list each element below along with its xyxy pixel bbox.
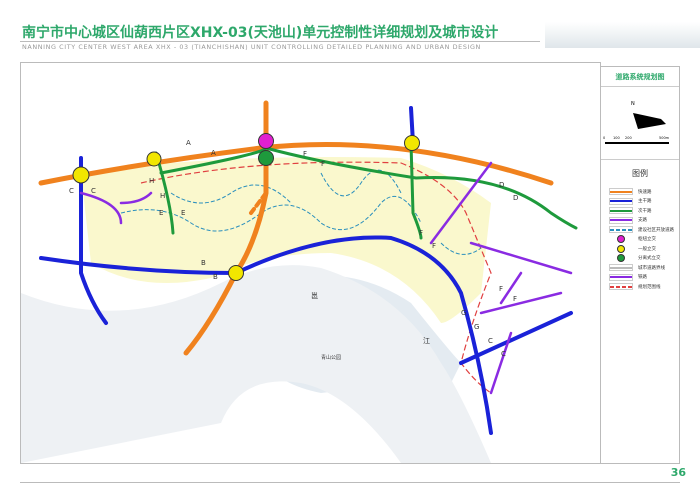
legend-line-icon xyxy=(609,197,633,205)
page-number: 36 xyxy=(670,466,686,479)
svg-text:江: 江 xyxy=(423,337,430,345)
legend: 快速路主干路次干路支路建设社区开放道路枢纽立交一般立交分离式立交城市道路界线铁路… xyxy=(601,187,679,292)
svg-text:200: 200 xyxy=(625,136,632,140)
svg-text:F: F xyxy=(432,242,436,250)
svg-text:F: F xyxy=(321,160,325,168)
compass-scale: N 0 100 200 500m xyxy=(603,101,670,144)
north-arrow-icon xyxy=(633,113,666,129)
legend-item: 建设社区开放道路 xyxy=(609,225,679,235)
svg-text:B: B xyxy=(201,259,206,267)
legend-line-icon xyxy=(609,273,633,281)
svg-text:E: E xyxy=(159,209,163,217)
river-area xyxy=(21,265,491,463)
legend-item: 支路 xyxy=(609,216,679,226)
legend-label: 主干路 xyxy=(638,199,652,205)
legend-line-icon xyxy=(609,264,633,272)
legend-label: 快速路 xyxy=(638,189,652,195)
legend-item: 分离式立交 xyxy=(609,254,679,264)
interchange-general xyxy=(72,166,90,184)
svg-text:G: G xyxy=(474,323,479,331)
arterial-west xyxy=(79,156,108,325)
legend-item: 一般立交 xyxy=(609,244,679,254)
svg-text:E: E xyxy=(181,209,185,217)
side-panel: 道路系统规划图 N 0 100 200 500m 图例 快速路主干路次干路支路建… xyxy=(600,66,680,464)
legend-item: 铁路 xyxy=(609,273,679,283)
interchange-general xyxy=(404,135,420,151)
svg-text:C: C xyxy=(501,350,506,358)
interchange-general xyxy=(146,151,162,167)
legend-item: 次干路 xyxy=(609,206,679,216)
legend-label: 枢纽立交 xyxy=(638,237,656,243)
legend-label: 次干路 xyxy=(638,208,652,214)
svg-text:B: B xyxy=(213,273,218,281)
legend-title: 图例 xyxy=(632,169,648,178)
branch-roads xyxy=(79,191,153,225)
svg-text:C: C xyxy=(91,187,96,195)
legend-item: 主干路 xyxy=(609,197,679,207)
legend-item: 城市道路界线 xyxy=(609,263,679,273)
legend-label: 分离式立交 xyxy=(638,256,661,262)
svg-text:邕: 邕 xyxy=(311,291,318,300)
page-subtitle: NANNING CITY CENTER WEST AREA XHX - 03 (… xyxy=(22,43,481,51)
svg-text:F: F xyxy=(513,295,517,303)
svg-text:G: G xyxy=(461,309,466,317)
legend-label: 建设社区开放道路 xyxy=(638,227,674,233)
legend-item: 快速路 xyxy=(609,187,679,197)
svg-text:500m: 500m xyxy=(659,136,670,140)
svg-text:D: D xyxy=(513,194,518,202)
secondary-roads xyxy=(159,146,578,230)
legend-label: 一般立交 xyxy=(638,246,656,252)
legend-line-icon xyxy=(609,188,633,196)
legend-dot-icon xyxy=(617,254,625,263)
community-roads xyxy=(120,169,482,255)
legend-line-icon xyxy=(609,283,633,291)
interchange-hub xyxy=(258,133,274,149)
interchanges xyxy=(72,133,420,281)
svg-text:F: F xyxy=(303,150,307,158)
svg-text:100: 100 xyxy=(613,136,620,140)
svg-text:H: H xyxy=(149,177,154,185)
svg-text:F: F xyxy=(499,285,503,293)
footer-divider xyxy=(20,482,680,483)
legend-dot-icon xyxy=(617,244,625,253)
legend-line-icon xyxy=(609,207,633,215)
legend-label: 城市道路界线 xyxy=(638,265,665,271)
north-label: N xyxy=(631,101,635,107)
svg-text:D: D xyxy=(499,181,504,189)
legend-item: 规划范围线 xyxy=(609,282,679,292)
legend-line-icon xyxy=(609,226,633,234)
panel-title: 道路系统规划图 xyxy=(615,73,665,81)
arterial-main xyxy=(39,235,493,435)
legend-label: 支路 xyxy=(638,218,647,224)
interchange-general xyxy=(228,265,244,281)
legend-line-icon xyxy=(609,216,633,224)
svg-text:C: C xyxy=(488,337,493,345)
svg-text:0: 0 xyxy=(603,136,605,140)
svg-text:F: F xyxy=(419,229,423,237)
legend-label: 规划范围线 xyxy=(638,284,661,290)
skyline-decoration xyxy=(545,22,700,48)
legend-item: 枢纽立交 xyxy=(609,235,679,245)
page-title: 南宁市中心城区仙葫西片区XHX-03(天池山)单元控制性详细规划及城市设计 xyxy=(22,25,499,41)
svg-text:H: H xyxy=(160,192,165,200)
planning-area-fill xyxy=(81,157,491,323)
title-divider xyxy=(20,41,540,42)
legend-dot-icon xyxy=(617,235,625,244)
svg-text:C: C xyxy=(69,187,74,195)
svg-text:A: A xyxy=(186,139,191,147)
legend-label: 铁路 xyxy=(638,275,647,281)
svg-text:青山公园: 青山公园 xyxy=(321,354,341,361)
interchange-separated xyxy=(258,150,274,166)
svg-text:A: A xyxy=(211,149,216,157)
